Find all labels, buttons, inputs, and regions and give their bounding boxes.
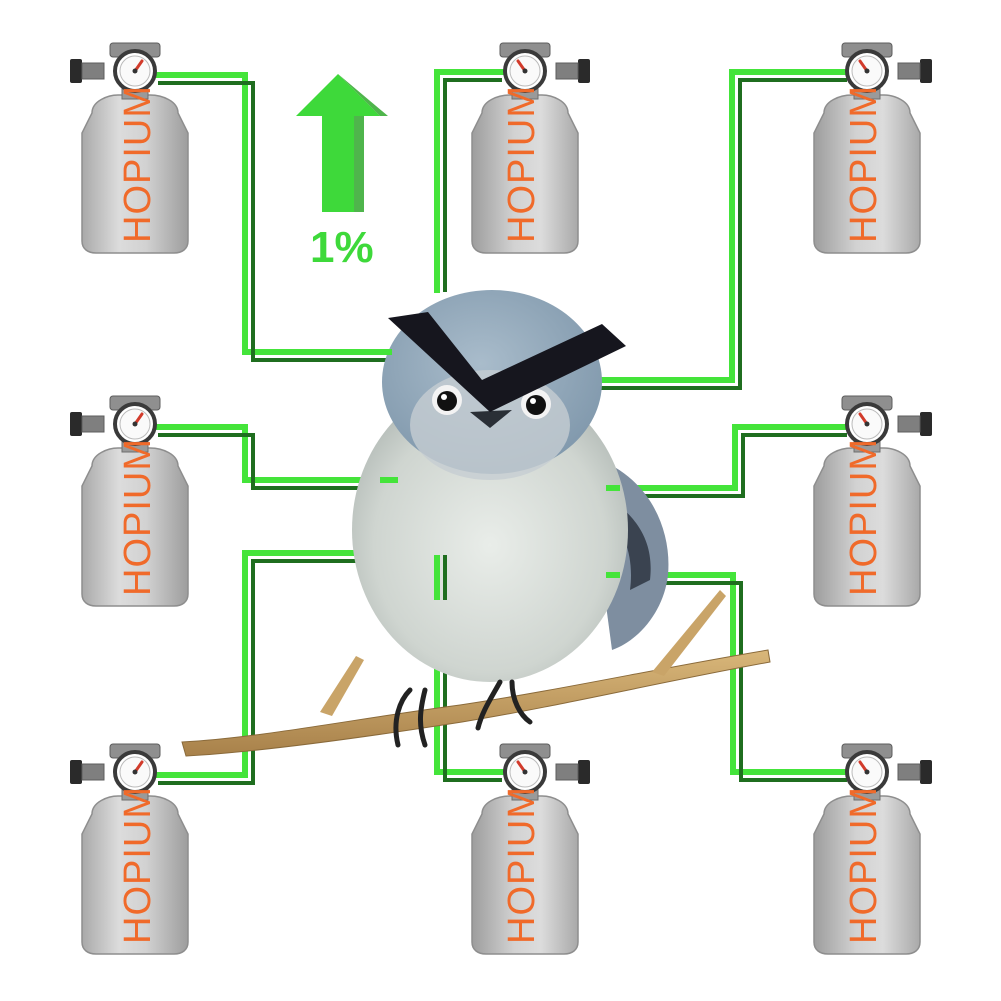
tank-label: HOPIUM bbox=[843, 438, 885, 596]
pipe-ends-over-bird bbox=[380, 349, 620, 600]
bird-eye-right bbox=[521, 389, 551, 419]
tank-label: HOPIUM bbox=[117, 786, 159, 944]
pipe-bottom-right bbox=[609, 572, 848, 782]
bird-eye-left bbox=[432, 385, 462, 415]
tank-label: HOPIUM bbox=[117, 438, 159, 596]
tank-label: HOPIUM bbox=[501, 786, 543, 944]
bird bbox=[352, 290, 669, 748]
pipe-top-left bbox=[152, 72, 393, 362]
tank-top-center: HOPIUM bbox=[470, 41, 592, 255]
percent-indicator: 1% bbox=[310, 223, 374, 272]
up-arrow-icon bbox=[296, 74, 388, 212]
tank-top-right: HOPIUM bbox=[812, 41, 934, 255]
pipe-bottom-left bbox=[152, 550, 398, 785]
tank-label: HOPIUM bbox=[501, 85, 543, 243]
tank-label: HOPIUM bbox=[843, 85, 885, 243]
tank-mid-left: HOPIUM bbox=[68, 394, 190, 608]
tank-label: HOPIUM bbox=[843, 786, 885, 944]
pipe-mid-left bbox=[152, 424, 393, 490]
branch bbox=[181, 590, 771, 757]
pipe-top-right bbox=[592, 69, 848, 390]
tank-bottom-right: HOPIUM bbox=[812, 742, 934, 956]
tank-top-left: HOPIUM bbox=[68, 41, 190, 255]
pipe-mid-right bbox=[609, 424, 848, 498]
tank-bottom-left: HOPIUM bbox=[68, 742, 190, 956]
bird-eyebrow bbox=[388, 312, 626, 412]
pipe-top-center bbox=[434, 69, 508, 293]
tank-label: HOPIUM bbox=[117, 85, 159, 243]
tank-bottom-center: HOPIUM bbox=[470, 742, 592, 956]
tank-mid-right: HOPIUM bbox=[812, 394, 934, 608]
